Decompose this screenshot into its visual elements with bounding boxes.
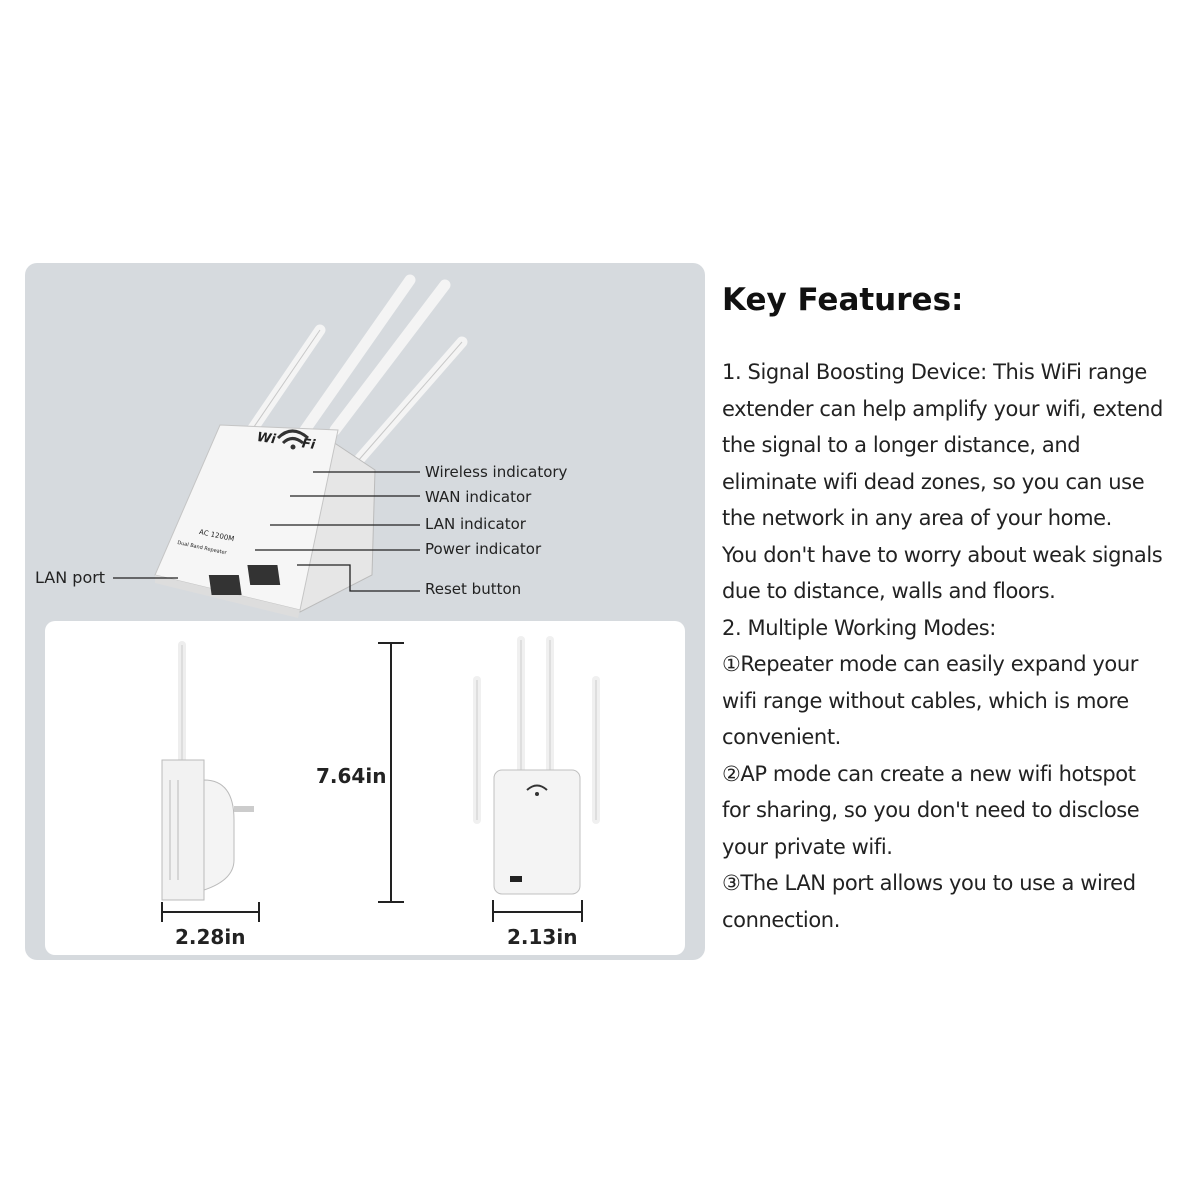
feature-line: eliminate wifi dead zones, so you can us… (722, 469, 1145, 494)
lan-port-label: LAN port (35, 568, 106, 587)
wan-indicator-label: WAN indicator (425, 488, 532, 506)
feature-line: 1. Signal Boosting Device: This WiFi ran… (722, 360, 1147, 384)
depth-dimension: 2.28in (175, 925, 246, 949)
feature-line: the signal to a longer distance, and (722, 433, 1081, 457)
features-text: 1. Signal Boosting Device: This WiFi ran… (722, 354, 1163, 938)
feature-line: ②AP mode can create a new wifi hotspot (722, 761, 1136, 786)
feature-line: convenient. (722, 725, 841, 749)
feature-line: the network in any area of your home. (722, 506, 1112, 530)
side-view-device-image (161, 641, 254, 901)
dimension-lines (161, 642, 583, 922)
feature-line: wifi range without cables, which is more (722, 688, 1129, 713)
wireless-indicator-label: Wireless indicatory (425, 463, 568, 481)
feature-line: You don't have to worry about weak signa… (722, 542, 1163, 567)
feature-line: ③The LAN port allows you to use a wired (722, 871, 1136, 895)
feature-line: extender can help amplify your wifi, ext… (722, 396, 1163, 421)
feature-line: 2. Multiple Working Modes: (722, 615, 996, 640)
width-dimension: 2.13in (507, 925, 578, 949)
power-indicator-label: Power indicator (425, 540, 542, 558)
feature-line: ①Repeater mode can easily expand your (722, 652, 1139, 676)
feature-line: your private wifi. (722, 834, 893, 859)
lan-indicator-label: LAN indicator (425, 515, 526, 533)
feature-line: for sharing, so you don't need to disclo… (722, 798, 1140, 822)
main-device-image (113, 274, 468, 618)
feature-line: connection. (722, 907, 840, 932)
front-view-device-image (473, 636, 600, 895)
feature-line: due to distance, walls and floors. (722, 579, 1056, 603)
reset-button-label: Reset button (425, 580, 522, 598)
features-title: Key Features: (722, 282, 964, 318)
height-dimension: 7.64in (316, 764, 387, 788)
